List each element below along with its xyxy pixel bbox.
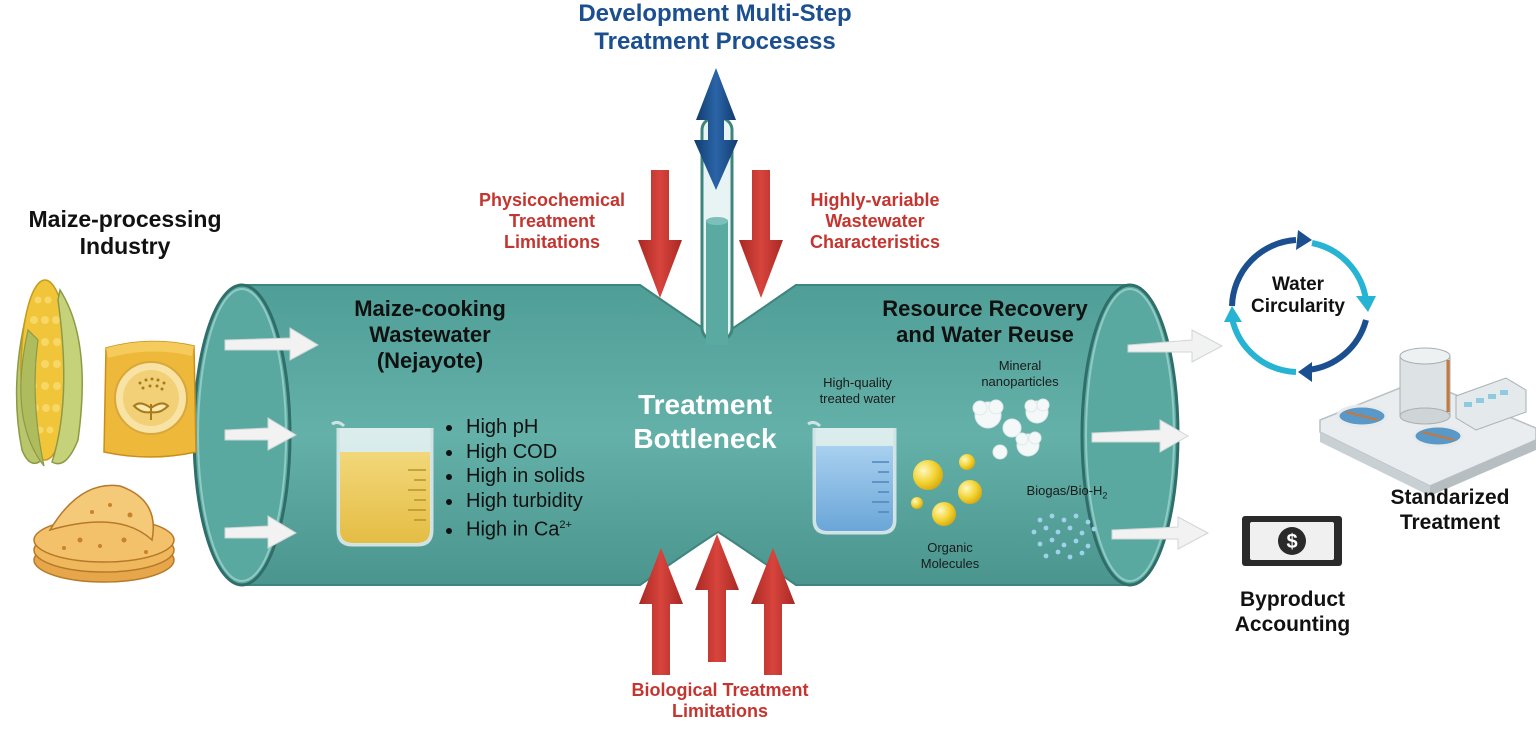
biological-arrow-center: [695, 534, 739, 662]
multistep-arrow: [694, 68, 738, 190]
biological-arrow-right: [751, 548, 795, 675]
treatment-plant-icon: [1319, 347, 1536, 496]
wastewater-properties: High pH High COD High in solids High tur…: [440, 415, 585, 542]
biogas-dots-icon: [1031, 513, 1097, 560]
calcium-superscript: 2+: [559, 519, 572, 531]
flour-bag-icon: [103, 340, 197, 458]
byproduct-label: Byproduct Accounting: [1234, 588, 1351, 636]
svg-text:$: $: [1286, 531, 1297, 553]
property-item-text: High in Ca: [466, 518, 560, 541]
nanoparticles-icon: [972, 398, 1050, 460]
pipe-body: [192, 283, 1180, 587]
variable-label: Highly-variable Wastewater Characteristi…: [809, 190, 941, 253]
biological-arrow-left: [639, 548, 683, 675]
physicochemical-arrow: [638, 170, 682, 298]
property-item: High turbidity: [464, 489, 585, 514]
treated-water-beaker-icon: [807, 420, 897, 535]
property-item: High in Ca2+: [464, 513, 585, 542]
nanoparticles-label: Mineral nanoparticles: [981, 358, 1059, 389]
industry-title: Maize-processing Industry: [28, 206, 222, 260]
corn-icon: [15, 279, 84, 467]
physicochemical-label: Physicochemical Treatment Limitations: [478, 190, 626, 253]
property-item: High in solids: [464, 464, 585, 489]
money-icon: $: [1242, 516, 1342, 566]
organic-molecules-icon: [911, 454, 982, 526]
wastewater-title: Maize-cooking Wastewater (Nejayote): [354, 296, 506, 373]
variable-arrow: [739, 170, 783, 298]
property-item: High pH: [464, 415, 585, 440]
property-item: High COD: [464, 440, 585, 465]
circularity-label: Water Circularity: [1251, 274, 1345, 318]
biogas-label: Biogas/Bio-H2: [1012, 483, 1122, 501]
wastewater-beaker-icon: [331, 420, 434, 547]
biogas-text: Biogas/Bio-H: [1026, 483, 1103, 498]
bottleneck-label: Treatment Bottleneck: [633, 389, 777, 455]
water-circularity-icon: [1224, 230, 1376, 382]
biological-label: Biological Treatment Limitations: [631, 680, 809, 722]
biogas-subscript: 2: [1102, 490, 1108, 501]
multistep-title: Development Multi-Step Treatment Procese…: [578, 0, 852, 56]
standardized-label: Standarized Treatment: [1390, 486, 1510, 534]
outflow-arrows: [1091, 329, 1224, 550]
inflow-arrows: [224, 327, 320, 549]
organic-label: Organic Molecules: [920, 540, 980, 571]
tortillas-icon: [33, 484, 175, 583]
treated-water-label: High-quality treated water: [819, 375, 896, 406]
recovery-title: Resource Recovery and Water Reuse: [882, 296, 1088, 347]
